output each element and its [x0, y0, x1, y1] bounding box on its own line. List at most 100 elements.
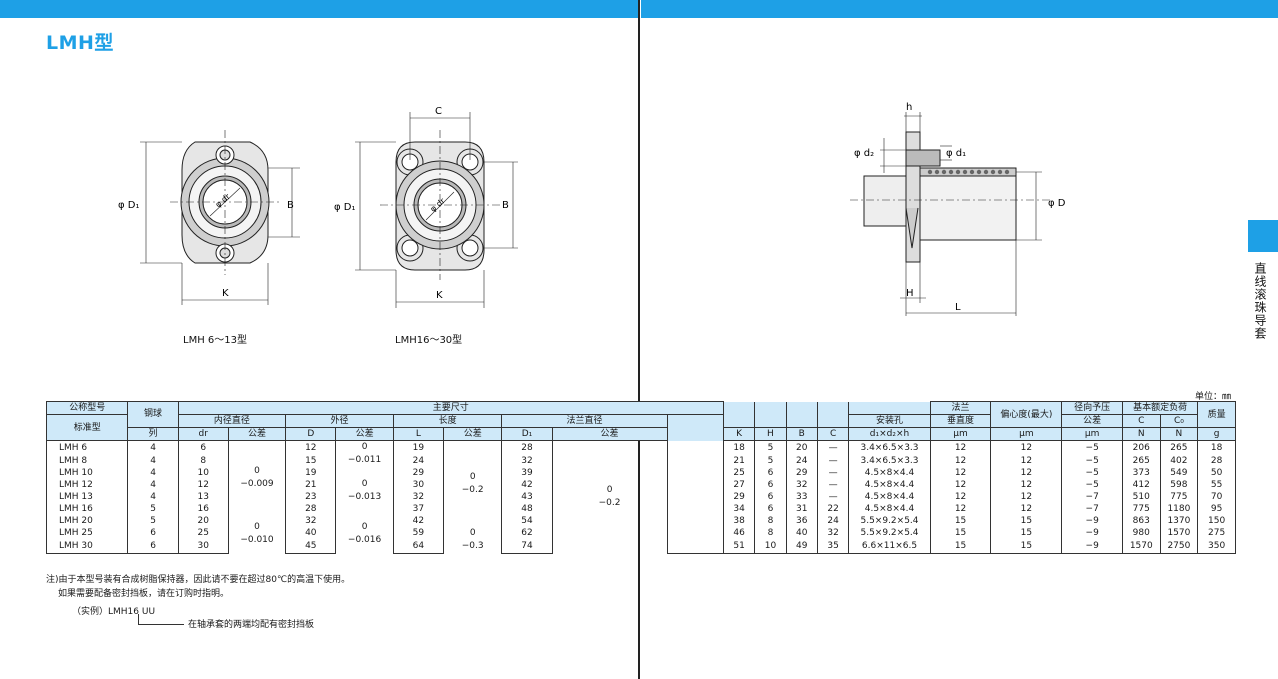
cell-l: 29: [392, 467, 444, 479]
cell-k: 34: [722, 503, 756, 515]
column-gap: [666, 467, 724, 479]
cell-balls: 4: [127, 491, 179, 503]
cell-h: 6: [754, 467, 787, 479]
cell-c: 35: [816, 539, 850, 554]
cell-d1: 39: [501, 467, 553, 479]
unit-note: 单位：㎜: [1195, 392, 1232, 402]
cell-d1: 48: [501, 503, 553, 515]
cell-load-c0: 598: [1159, 479, 1199, 491]
column-gap: [666, 479, 724, 491]
page-title: LMH型: [46, 32, 114, 54]
cell-b: 31: [785, 503, 818, 515]
cell-mass: 28: [1197, 454, 1236, 467]
cell-load-c: 980: [1121, 527, 1161, 540]
cell-load-c: 265: [1121, 454, 1161, 467]
cell-balls: 4: [127, 454, 179, 467]
order-example-note: 在轴承套的两端均配有密封挡板: [188, 620, 315, 630]
th-hole: 安装孔: [848, 414, 931, 428]
cell-ecc: 12: [990, 467, 1063, 479]
th-hole-dims: d₁×d₂×h: [848, 427, 931, 441]
label-h: H: [906, 288, 914, 299]
cell-d1: 62: [501, 527, 553, 540]
cell-d-tol: 0−0.013: [335, 467, 394, 515]
caption-lmh-16-30: LMH16～30型: [395, 335, 463, 346]
cell-balls: 6: [127, 539, 179, 554]
th-c: C: [1121, 414, 1161, 428]
cell-rad: −9: [1061, 515, 1123, 527]
cell-mass: 95: [1197, 503, 1236, 515]
cell-c: —: [816, 440, 850, 455]
th-dr-tol: 公差: [227, 427, 287, 441]
cell-k: 46: [722, 527, 756, 540]
section-tab[interactable]: [1248, 220, 1278, 252]
cell-l-tol: 0−0.2: [442, 440, 503, 527]
cell-d1: 42: [501, 479, 553, 491]
cell-d-tol: 0−0.016: [335, 515, 394, 553]
cell-b: 29: [785, 467, 818, 479]
label-c: C: [435, 106, 442, 117]
cell-c: —: [816, 491, 850, 503]
cell-dr-tol: 0−0.009: [227, 440, 287, 515]
cell-k: 51: [722, 539, 756, 554]
th-d1-tol: 公差: [551, 427, 668, 441]
cell-b: 40: [785, 527, 818, 540]
th-c-col: C: [816, 427, 850, 441]
cell-balls: 4: [127, 479, 179, 491]
page-divider: [638, 0, 640, 679]
th-model: 公称型号: [45, 401, 129, 415]
column-gap: [666, 527, 724, 540]
cell-d-tol: 0−0.011: [335, 440, 394, 467]
cell-ecc: 12: [990, 440, 1063, 455]
cell-model: LMH 10: [45, 467, 129, 479]
cell-perp: 15: [929, 527, 992, 540]
cell-hole: 3.4×6.5×3.3: [848, 454, 931, 467]
order-example: （实例）LMH16 UU: [72, 607, 156, 617]
cell-d1: 28: [501, 440, 553, 455]
cell-load-c0: 2750: [1159, 539, 1199, 554]
th-length: 长度: [392, 414, 503, 428]
section-label: 直线滚珠导套: [1253, 262, 1267, 340]
th-k: K: [722, 427, 756, 441]
cell-perp: 12: [929, 503, 992, 515]
th-g: g: [1197, 427, 1236, 441]
cell-mass: 18: [1197, 440, 1236, 455]
top-bar-left: [0, 0, 638, 18]
cell-b: 49: [785, 539, 818, 554]
cell-rad: −9: [1061, 527, 1123, 540]
cell-load-c: 206: [1121, 440, 1161, 455]
th-load: 基本额定负荷: [1121, 401, 1199, 415]
label-d2: φ d₂: [854, 148, 874, 159]
cell-hole: 5.5×9.2×5.4: [848, 527, 931, 540]
cell-rad: −7: [1061, 503, 1123, 515]
cell-model: LMH 8: [45, 454, 129, 467]
cell-l: 30: [392, 479, 444, 491]
cell-ecc: 12: [990, 491, 1063, 503]
note-2: 如果需要配备密封挡板，请在订购时指明。: [58, 589, 230, 599]
th-l-tol: 公差: [442, 427, 503, 441]
cell-rad: −5: [1061, 479, 1123, 491]
cell-load-c: 412: [1121, 479, 1161, 491]
cell-ecc: 15: [990, 527, 1063, 540]
cell-mass: 275: [1197, 527, 1236, 540]
th-um1: μm: [929, 427, 992, 441]
cell-h: 6: [754, 503, 787, 515]
th-um3: μm: [1061, 427, 1123, 441]
drawing-side-section: h φ d₂ φ d₁ φ D H L: [850, 102, 1066, 316]
th-l: L: [392, 427, 444, 441]
th-balls-row: 列: [127, 427, 179, 441]
cell-c: —: [816, 479, 850, 491]
cell-hole: 5.5×9.2×5.4: [848, 515, 931, 527]
cell-k: 25: [722, 467, 756, 479]
th-d1: D₁: [501, 427, 553, 441]
cell-d: 45: [285, 539, 337, 554]
cell-load-c0: 775: [1159, 491, 1199, 503]
th-rad: 径向予压: [1061, 401, 1123, 415]
cell-c: 24: [816, 515, 850, 527]
cell-mass: 150: [1197, 515, 1236, 527]
th-outer: 外径: [285, 414, 394, 428]
cell-d: 32: [285, 515, 337, 527]
th-um2: μm: [990, 427, 1063, 441]
column-gap: [666, 491, 724, 503]
